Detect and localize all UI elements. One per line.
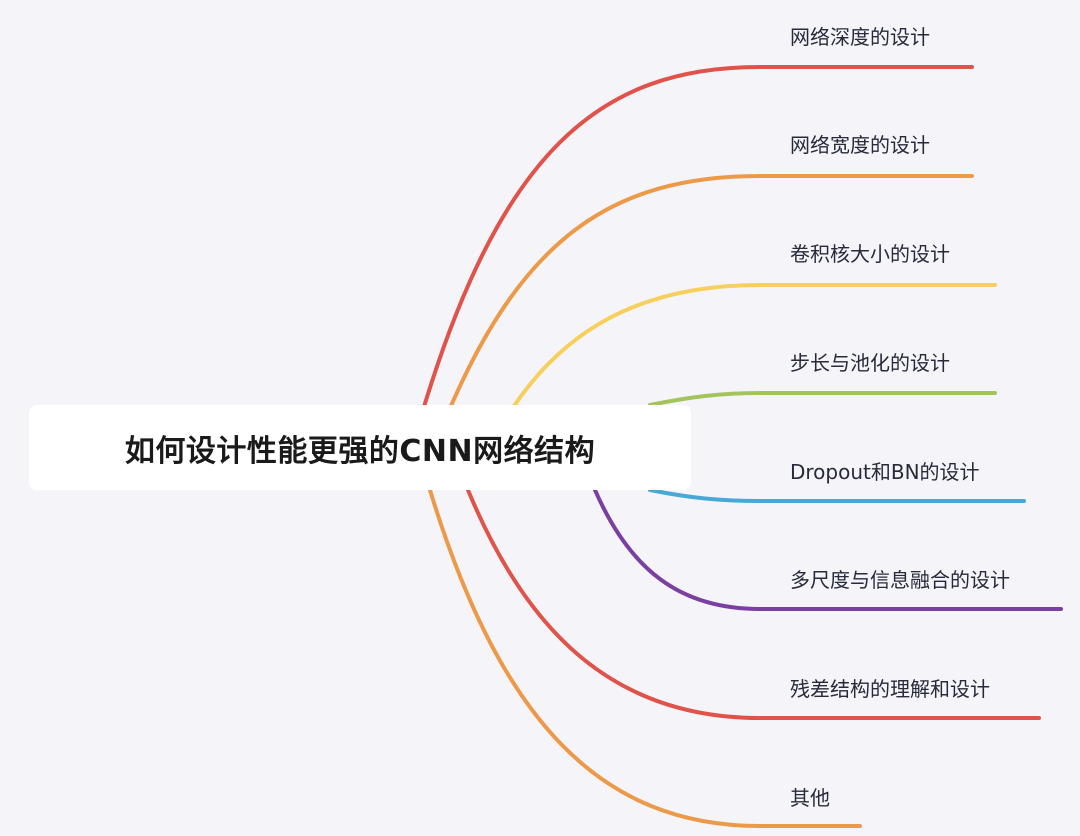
branch-line-other [428,488,862,828]
branch-node-multiscale-fusion[interactable]: 多尺度与信息融合的设计 [790,568,1010,592]
branch-node-residual[interactable]: 残差结构的理解和设计 [790,677,990,701]
branch-line-dropout [648,488,1026,503]
branch-node-dropout-bn[interactable]: Dropout和BN的设计 [790,460,980,484]
branch-node-width[interactable]: 网络宽度的设计 [790,133,930,157]
branch-line-width [443,174,974,422]
branch-line-residual [466,488,1041,720]
branch-line-stride [648,391,997,407]
branch-node-stride-pooling[interactable]: 步长与池化的设计 [790,351,950,375]
branch-line-kernel [503,283,997,422]
branch-line-multiscale [593,488,1063,611]
branch-node-kernel-size[interactable]: 卷积核大小的设计 [790,242,950,266]
root-node[interactable]: 如何设计性能更强的CNN网络结构 [29,405,691,490]
branch-line-depth [418,65,974,422]
branch-node-depth[interactable]: 网络深度的设计 [790,25,930,49]
root-node-label: 如何设计性能更强的CNN网络结构 [124,433,596,469]
branch-node-other[interactable]: 其他 [790,786,830,810]
